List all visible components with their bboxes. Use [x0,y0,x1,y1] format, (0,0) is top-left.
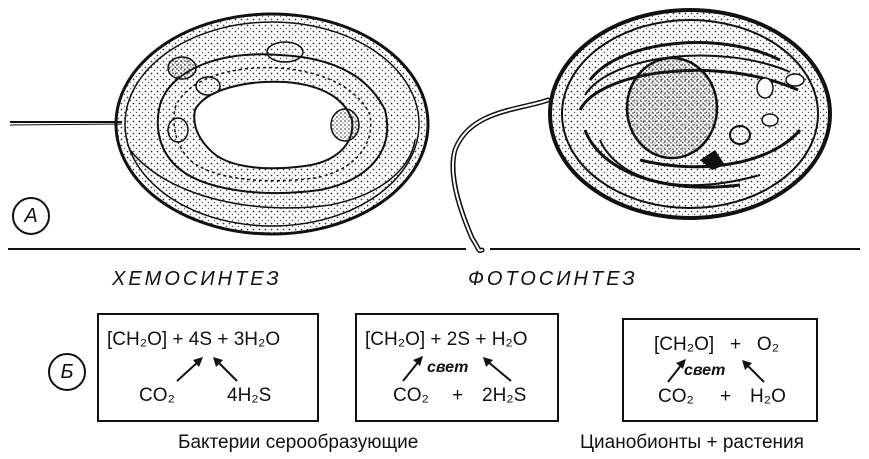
equation-box-photosynthesis-bacteria: [CH₂O] + 2S + H₂O свет CO₂ + 2H₂S [355,313,559,422]
figure-label-b-text: Б [60,361,73,384]
arrows-icon [357,315,557,420]
figure-label-a-text: А [24,205,37,228]
chemosynthetic-cell [10,14,428,234]
figure-label-b: Б [48,353,86,391]
caption-sulfur-bacteria: Бактерии серообразующие [178,432,418,454]
equation-box-chemosynthesis: [CH₂O] + 4S + 3H₂O CO₂ 4H₂S [97,313,319,422]
heading-chemosynthesis: ХЕМОСИНТЕЗ [112,268,282,291]
arrows-icon [624,320,816,420]
equation-box-photosynthesis-plants: [CH₂O] + O₂ свет CO₂ + H₂O [622,318,818,422]
photosynthetic-cell [453,10,830,251]
figure-label-a: А [12,197,50,235]
heading-photosynthesis: ФОТОСИНТЕЗ [468,268,638,291]
arrows-icon [99,315,317,420]
caption-cyanobionts-plants: Цианобионты + растения [580,432,804,454]
